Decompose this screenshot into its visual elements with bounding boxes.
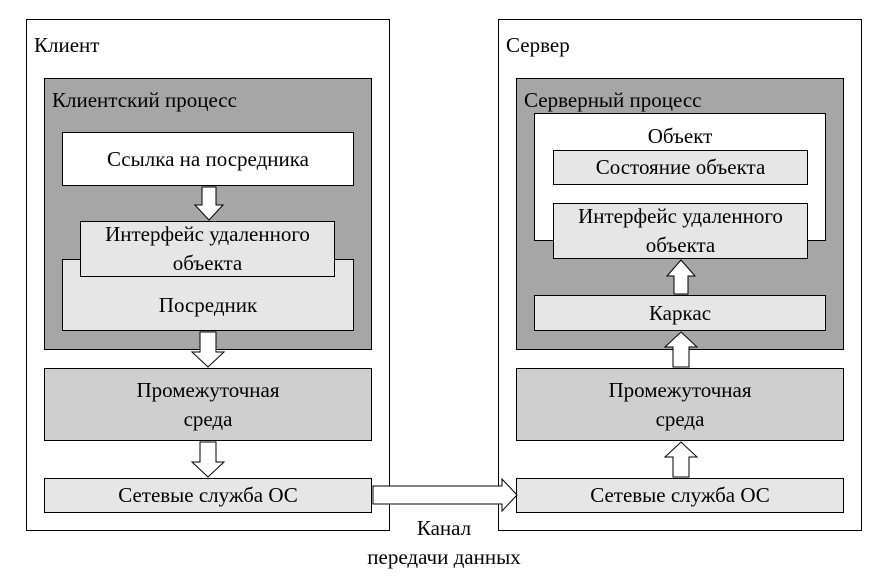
arrow-skeleton-to-interface: [665, 259, 697, 295]
proxy-label-wrap: Посредник: [62, 279, 354, 331]
arrow-network-to-middleware: [663, 441, 699, 478]
object-title: Объект: [647, 124, 713, 148]
server-network-box: Сетевые служба ОС: [516, 478, 844, 513]
object-state-label: Состояние объекта: [595, 155, 766, 179]
channel-caption-line1: Канал: [416, 516, 472, 540]
server-remote-interface-line2: объекта: [645, 233, 716, 257]
arrow-middleware-to-skeleton: [663, 331, 699, 368]
client-title: Клиент: [34, 33, 100, 57]
channel-caption-line2: передачи данных: [367, 545, 521, 569]
server-network-label: Сетевые служба ОС: [590, 483, 770, 507]
client-middleware-line1: Промежуточная: [136, 377, 280, 402]
arrow-proxyref-to-interface: [193, 186, 225, 221]
skeleton-label: Каркас: [648, 300, 712, 325]
proxy-reference-label: Ссылка на посредника: [107, 146, 309, 171]
server-title: Сервер: [506, 33, 570, 57]
client-middleware-line2: среда: [183, 406, 233, 431]
client-remote-interface-line1: Интерфейс удаленного: [105, 222, 310, 246]
proxy-label: Посредник: [158, 292, 258, 317]
client-remote-interface-line2: объекта: [172, 251, 243, 275]
server-remote-interface-line1: Интерфейс удаленного: [578, 204, 783, 228]
client-process-title: Клиентский процесс: [52, 88, 237, 112]
server-middleware-box: Промежуточная среда: [516, 368, 844, 441]
arrow-channel: [372, 477, 518, 513]
server-process-title: Серверный процесс: [524, 88, 702, 112]
proxy-reference-box: Ссылка на посредника: [62, 132, 354, 186]
server-middleware-line1: Промежуточная: [608, 377, 752, 402]
arrow-proxy-to-middleware: [190, 331, 226, 368]
client-network-label: Сетевые служба ОС: [118, 483, 298, 507]
arrow-middleware-to-network: [190, 441, 226, 478]
client-network-box: Сетевые служба ОС: [44, 478, 372, 513]
server-middleware-line2: среда: [655, 406, 705, 431]
skeleton-box: Каркас: [534, 295, 826, 331]
client-remote-interface-box: Интерфейс удаленного объекта: [80, 221, 335, 277]
client-middleware-box: Промежуточная среда: [44, 368, 372, 441]
server-remote-interface-box: Интерфейс удаленного объекта: [553, 203, 808, 259]
channel-caption: Канал передачи данных: [344, 514, 544, 572]
object-state-box: Состояние объекта: [553, 150, 808, 185]
